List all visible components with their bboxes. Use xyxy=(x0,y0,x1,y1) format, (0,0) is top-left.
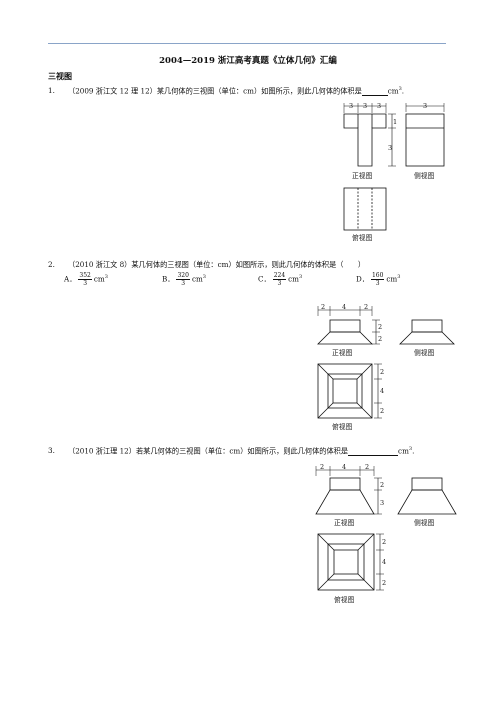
dim-label: 2 xyxy=(380,368,384,376)
dim-label: 2 xyxy=(380,407,384,415)
figure-q2: 2 4 2 2 2 正视图 侧视图 2 4 2 俯视图 xyxy=(317,303,455,431)
unit: cm xyxy=(398,446,409,456)
unit-exponent: 3 xyxy=(397,274,401,281)
question-text: （2009 浙江文 12 理 12）某几何体的三视图（单位：cm）如图所示，则此… xyxy=(68,86,362,96)
side-view-label: 侧视图 xyxy=(414,348,435,357)
side-view xyxy=(399,319,455,345)
front-view xyxy=(315,466,382,515)
dim-label: 2 xyxy=(365,463,369,471)
dim-label: 2 xyxy=(320,463,324,471)
dim-label: 3 xyxy=(380,499,384,507)
unit-exponent: 3 xyxy=(408,446,413,452)
question-number: 2. xyxy=(48,260,55,269)
dim-label: 4 xyxy=(380,387,384,395)
top-view xyxy=(317,363,382,419)
option-unit: cm xyxy=(288,274,299,284)
dim-label: 3 xyxy=(377,102,381,110)
option-unit: cm xyxy=(191,274,203,284)
answer-blank xyxy=(361,86,388,97)
dim-label: 3 xyxy=(423,102,427,110)
dim-label: 2 xyxy=(378,335,382,343)
dim-label: 2 xyxy=(378,323,382,331)
dim-label: 4 xyxy=(382,558,386,566)
unit-exponent: 3 xyxy=(202,274,206,281)
question-1: 1. （2009 浙江文 12 理 12）某几何体的三视图（单位：cm）如图所示，… xyxy=(48,86,405,97)
unit-exponent: 3 xyxy=(298,274,303,281)
side-view xyxy=(405,103,445,167)
top-view xyxy=(317,533,384,591)
option-letter: A． xyxy=(64,274,77,284)
dim-label: 3 xyxy=(349,102,353,110)
header-rule xyxy=(48,43,446,44)
front-view-label: 正视图 xyxy=(332,348,353,357)
question-number: 3. xyxy=(48,446,55,456)
option-letter: B． xyxy=(162,274,175,284)
front-view xyxy=(317,306,380,345)
dim-label: 3 xyxy=(363,102,367,110)
option-letter: D． xyxy=(356,274,369,284)
front-view-label: 正视图 xyxy=(352,171,373,180)
end-mark: . xyxy=(401,86,405,96)
option-letter: C． xyxy=(258,274,271,284)
top-view-label: 俯视图 xyxy=(334,595,355,604)
dim-label: 1 xyxy=(393,118,397,126)
dim-label: 2 xyxy=(382,538,386,546)
dim-label: 4 xyxy=(342,303,346,311)
unit: cm xyxy=(387,86,399,96)
question-3: 3. （2010 浙江理 12）若某几何体的三视图（单位：cm）如图所示，则此几何… xyxy=(48,446,415,457)
side-view-label: 侧视图 xyxy=(414,171,435,180)
question-text: （2010 浙江理 12）若某几何体的三视图（单位：cm）如图所示，则此几何体的… xyxy=(68,446,349,456)
dim-label: 4 xyxy=(342,463,346,471)
top-view-label: 俯视图 xyxy=(352,233,373,242)
top-view xyxy=(343,187,387,231)
option-unit: cm xyxy=(93,274,105,284)
figure-q1: 3 3 3 1 3 3 正视图 侧视图 俯视图 xyxy=(343,102,445,242)
front-view-label: 正视图 xyxy=(334,518,355,527)
unit-exponent: 3 xyxy=(398,86,402,92)
side-view-label: 侧视图 xyxy=(414,518,435,527)
question-number: 1. xyxy=(48,86,55,96)
dim-label: 2 xyxy=(382,579,386,587)
front-view xyxy=(343,103,396,167)
figure-q3: 2 4 2 2 3 正视图 侧视图 2 4 2 俯视图 xyxy=(315,463,457,604)
side-view xyxy=(397,477,457,515)
option-unit: cm xyxy=(386,274,398,284)
dim-label: 2 xyxy=(321,303,325,311)
page-title: 2004—2019 浙江高考真题《立体几何》汇编 xyxy=(159,56,337,66)
section-heading: 三视图 xyxy=(48,71,72,81)
question-2: 2. （2010 浙江文 8）某几何体的三视图（单位：cm）如图所示，则此几何体的… xyxy=(48,260,365,270)
dim-label: 2 xyxy=(380,481,384,489)
end-mark: . xyxy=(412,446,415,456)
dim-label: 3 xyxy=(388,144,392,152)
unit-exponent: 3 xyxy=(104,274,108,281)
dim-label: 2 xyxy=(364,303,368,311)
answer-blank xyxy=(348,446,399,457)
top-view-label: 俯视图 xyxy=(332,422,353,431)
question-text: （2010 浙江文 8）某几何体的三视图（单位：cm）如图所示，则此几何体的体积… xyxy=(68,260,366,269)
